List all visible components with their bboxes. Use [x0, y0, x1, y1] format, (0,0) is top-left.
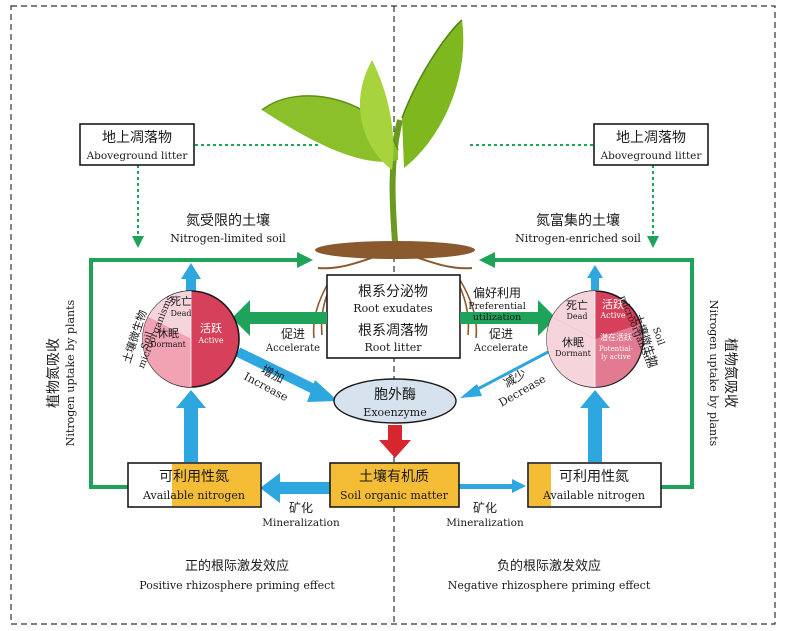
positive-effect-en: Positive rhizosphere priming effect	[139, 579, 335, 592]
preferential-utilization-en-2: utilization	[473, 312, 521, 323]
svg-text:地上凋落物: 地上凋落物	[102, 130, 172, 146]
nitrogen-enriched-soil-cn: 氮富集的土壤	[536, 212, 620, 229]
aboveground-litter-box-left: 地上凋落物 Aboveground litter	[79, 123, 195, 166]
svg-text:Aboveground litter: Aboveground litter	[86, 150, 189, 162]
microbes-pie-left: 死亡 Dead 休眠 Dormant 活跃 Active	[142, 290, 240, 388]
available-nitrogen-box-right: 可利用性氮 Available nitrogen	[527, 462, 662, 508]
svg-text:休眠: 休眠	[562, 336, 584, 349]
positive-effect-cn: 正的根际激发效应	[185, 558, 289, 574]
svg-text:Root litter: Root litter	[364, 341, 422, 354]
nitrogen-uptake-loop	[89, 258, 694, 489]
blue-arrows	[176, 263, 610, 503]
increase-arrow	[235, 347, 338, 402]
svg-text:Dead: Dead	[566, 312, 587, 321]
svg-text:Active: Active	[599, 311, 626, 320]
decrease-arrow	[460, 350, 549, 398]
accelerate-left-cn: 促进	[281, 327, 305, 341]
svg-text:活跃: 活跃	[200, 321, 222, 335]
mineralization-left-cn: 矿化	[289, 501, 313, 515]
svg-text:休眠: 休眠	[157, 327, 179, 340]
litter-dotted-lines	[132, 144, 659, 248]
exoenzyme-ellipse: 胞外酶 Exoenzyme	[333, 378, 457, 424]
svg-text:Potential-: Potential-	[599, 345, 634, 353]
svg-text:Dormant: Dormant	[150, 340, 187, 349]
svg-text:胞外酶: 胞外酶	[374, 387, 416, 403]
svg-text:潜在活跃: 潜在活跃	[600, 332, 632, 342]
svg-text:ly active: ly active	[601, 353, 631, 361]
svg-text:Soil: Soil	[650, 326, 666, 347]
red-arrow	[379, 425, 411, 458]
svg-text:Soil: Soil	[139, 330, 155, 351]
uptake-label-right: 植物氮吸收 Nitrogen uptake by plants	[707, 300, 738, 447]
soil-organic-matter-box: 土壤有机质 Soil organic matter	[329, 462, 460, 508]
svg-text:根系凋落物: 根系凋落物	[358, 323, 428, 339]
uptake-label-left: 植物氮吸收 Nitrogen uptake by plants	[46, 299, 77, 446]
svg-text:Aboveground litter: Aboveground litter	[600, 150, 703, 162]
outer-frame	[10, 5, 776, 625]
plant-illustration	[261, 19, 478, 339]
nitrogen-limited-soil-cn: 氮受限的土壤	[186, 212, 270, 229]
accelerate-right-en: Accelerate	[473, 343, 528, 354]
svg-text:Available nitrogen: Available nitrogen	[142, 489, 245, 502]
negative-effect-cn: 负的根际激发效应	[497, 558, 601, 574]
preferential-utilization-en-1: Preferential	[468, 301, 526, 312]
svg-text:可利用性氮: 可利用性氮	[159, 469, 229, 485]
svg-text:可利用性氮: 可利用性氮	[559, 469, 629, 485]
svg-text:植物氮吸收: 植物氮吸收	[46, 338, 62, 408]
svg-text:Exoenzyme: Exoenzyme	[363, 406, 426, 419]
svg-text:Soil organic matter: Soil organic matter	[340, 489, 449, 502]
mineralization-left-en: Mineralization	[262, 517, 340, 529]
accelerate-arrows	[232, 300, 556, 336]
svg-text:Nitrogen uptake by plants: Nitrogen uptake by plants	[707, 300, 720, 447]
accelerate-right-cn: 促进	[489, 327, 513, 341]
aboveground-litter-box-right: 地上凋落物 Aboveground litter	[593, 123, 709, 166]
nitrogen-limited-soil-en: Nitrogen-limited soil	[170, 232, 286, 245]
nitrogen-enriched-soil-en: Nitrogen-enriched soil	[515, 232, 641, 245]
svg-text:Nitrogen uptake by plants: Nitrogen uptake by plants	[64, 299, 77, 446]
svg-text:土壤有机质: 土壤有机质	[359, 468, 429, 485]
available-nitrogen-box-left: 可利用性氮 Available nitrogen	[127, 462, 262, 508]
uptake-arrowhead-right	[479, 252, 495, 268]
negative-effect-en: Negative rhizosphere priming effect	[448, 579, 651, 592]
svg-text:Available nitrogen: Available nitrogen	[542, 489, 645, 502]
mineralization-right-cn: 矿化	[473, 501, 497, 515]
svg-text:根系分泌物: 根系分泌物	[358, 284, 428, 300]
svg-text:死亡: 死亡	[566, 298, 588, 312]
root-exudates-litter-box: 根系分泌物 Root exudates 根系凋落物 Root litter	[326, 274, 461, 359]
preferential-utilization-cn: 偏好利用	[473, 285, 521, 300]
svg-text:植物氮吸收: 植物氮吸收	[722, 338, 738, 408]
svg-text:死亡: 死亡	[170, 294, 192, 308]
accelerate-left-en: Accelerate	[265, 343, 320, 354]
svg-text:Dead: Dead	[170, 309, 191, 318]
svg-text:Active: Active	[197, 336, 224, 345]
svg-text:活跃: 活跃	[602, 297, 624, 311]
svg-text:Dormant: Dormant	[555, 349, 592, 358]
svg-text:Root exudates: Root exudates	[353, 302, 433, 315]
microbes-pie-right: 死亡 Dead 活跃 Active 休眠 Dormant 潜在活跃 Potent…	[546, 290, 644, 388]
mineralization-right-en: Mineralization	[446, 517, 524, 529]
uptake-arrowhead-left	[297, 252, 313, 268]
svg-text:地上凋落物: 地上凋落物	[616, 130, 686, 146]
